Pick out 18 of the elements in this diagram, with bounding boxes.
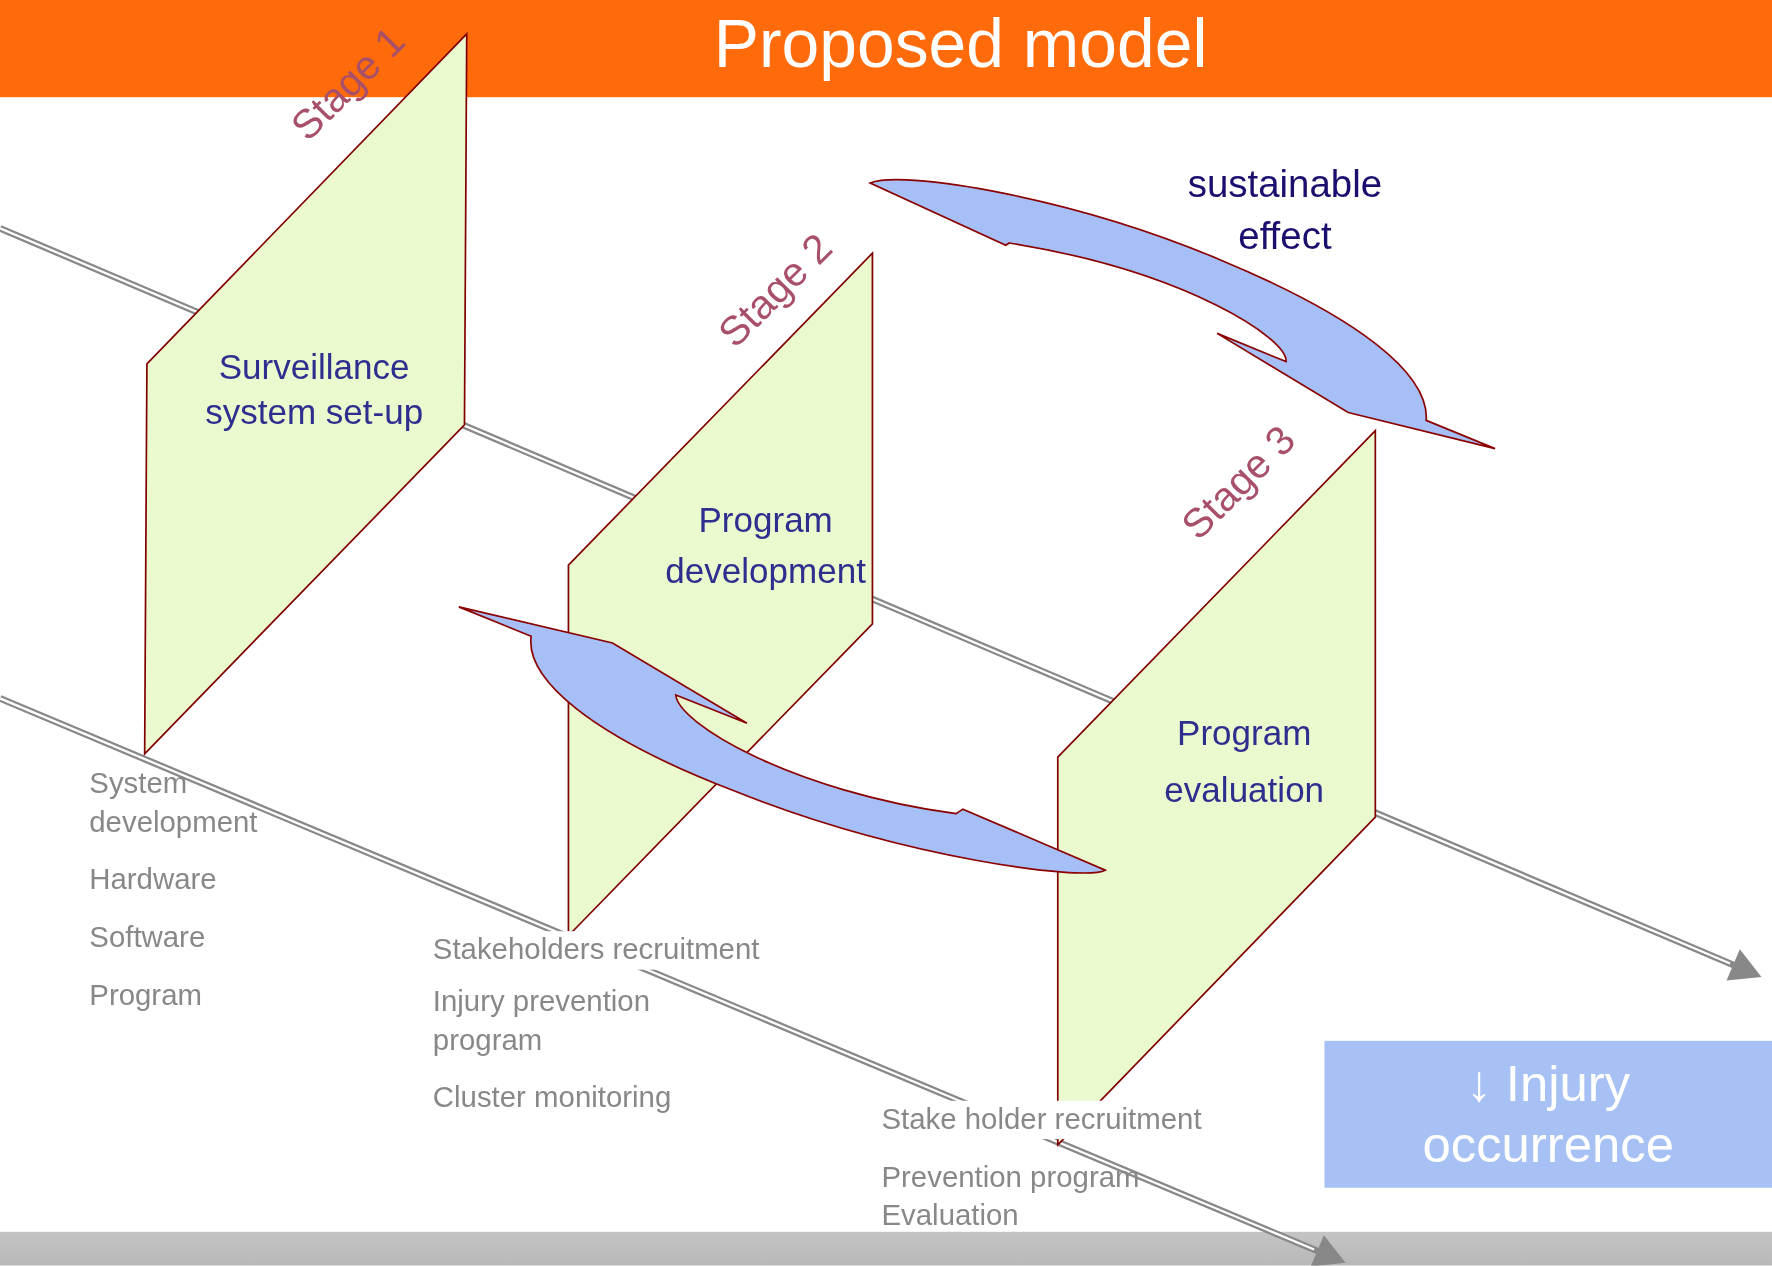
list-item: Cluster monitoring: [432, 1079, 672, 1117]
list-item: Injury prevention program: [432, 983, 652, 1059]
curved-arrow: [869, 178, 1496, 450]
panel-title: Surveillance system set-up: [204, 345, 425, 435]
panel-title: Program evaluation: [1163, 712, 1326, 813]
panel-title: Program development: [664, 499, 867, 593]
list-item: Program: [89, 976, 202, 1014]
list-item: Hardware: [89, 861, 217, 899]
list-item: Stakeholders recruitment: [432, 931, 760, 970]
list-item: Prevention program Evaluation: [881, 1158, 1141, 1234]
curved-arrow: [457, 606, 1107, 874]
result-box: [1324, 1040, 1772, 1188]
result-text: ↓ Injury occurrence: [1421, 1053, 1675, 1176]
list-item: Stake holder recruitment: [881, 1100, 1202, 1139]
list-item: System development: [89, 765, 259, 841]
title: Proposed model: [712, 4, 1209, 83]
list-item: Software: [89, 918, 206, 956]
edge-label: sustainable effect: [1186, 160, 1384, 259]
